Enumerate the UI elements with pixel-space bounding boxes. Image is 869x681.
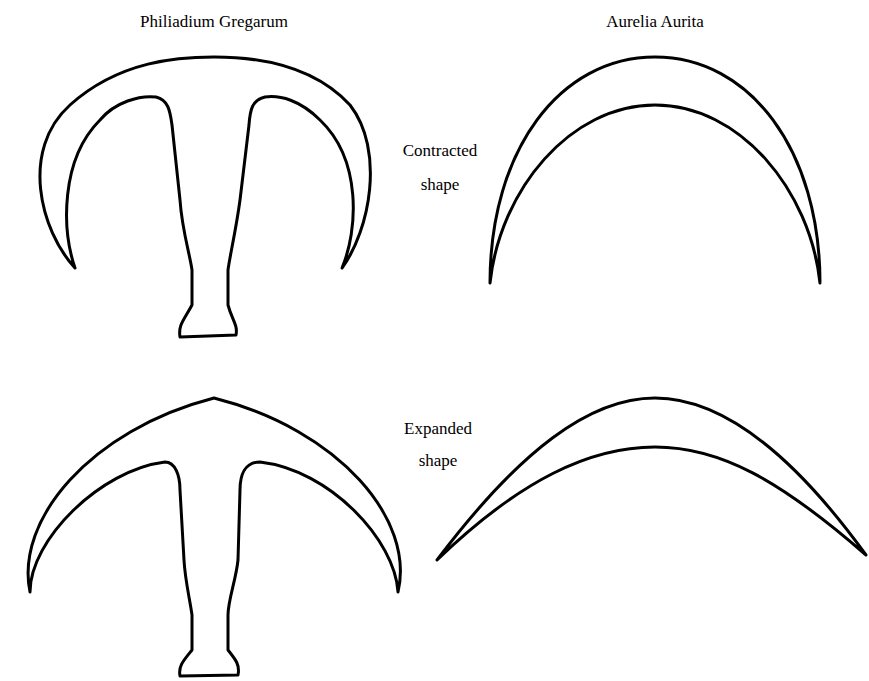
species-title: Aurelia Aurita bbox=[555, 10, 755, 34]
state-label: Contracted shape bbox=[385, 134, 495, 202]
state-label: Expanded shape bbox=[383, 413, 493, 477]
aurelia-expanded bbox=[437, 398, 866, 560]
philiadium-contracted bbox=[40, 57, 370, 337]
aurelia-contracted bbox=[490, 57, 820, 283]
philiadium-expanded bbox=[28, 398, 400, 676]
species-title: Philiadium Gregarum bbox=[84, 10, 344, 34]
